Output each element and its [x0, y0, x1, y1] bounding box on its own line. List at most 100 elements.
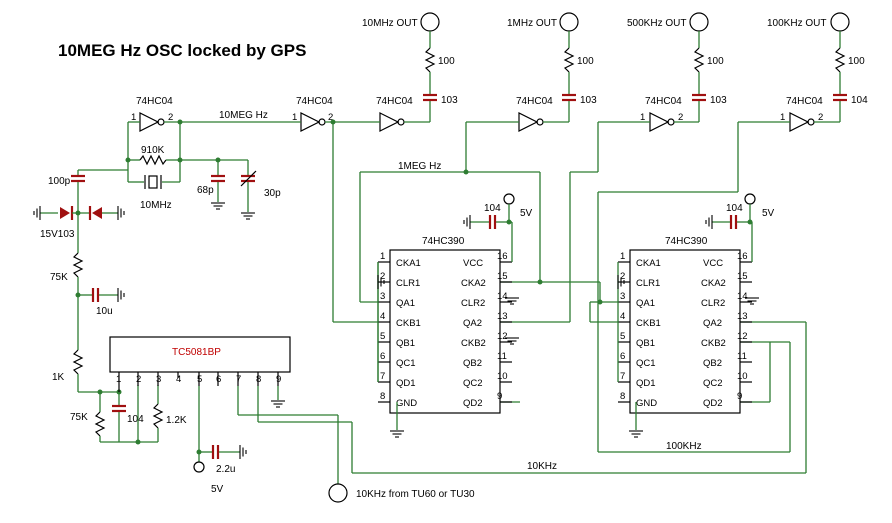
buffer-icon: [789, 112, 810, 132]
output-branch-10mhz: 10MHz OUT 100 103: [362, 12, 458, 120]
svg-text:CKB1: CKB1: [396, 318, 421, 329]
svg-text:14: 14: [497, 291, 508, 302]
inverter-osc: 74HC04 1 2: [131, 96, 173, 132]
svg-text:QA2: QA2: [703, 318, 722, 329]
svg-text:8: 8: [256, 374, 261, 385]
ground-icon: [389, 430, 405, 438]
inverter-part-label: 74HC04: [786, 96, 823, 107]
ground-icon: [463, 214, 471, 230]
svg-text:15: 15: [497, 271, 508, 282]
svg-text:3: 3: [380, 291, 385, 302]
inverter-part-label: 74HC04: [516, 96, 553, 107]
svg-text:11: 11: [737, 351, 747, 362]
svg-text:13: 13: [497, 311, 508, 322]
svg-text:5: 5: [380, 331, 385, 342]
svg-text:7: 7: [620, 371, 625, 382]
svg-text:QA1: QA1: [396, 298, 415, 309]
output-branch-1mhz: 1MHz OUT 100 103: [507, 12, 597, 120]
output-label: 1MHz OUT: [507, 18, 557, 29]
capacitor-value: 10u: [96, 306, 113, 317]
resistor: [139, 154, 167, 166]
svg-text:12: 12: [737, 331, 748, 342]
ground-icon: [705, 214, 713, 230]
resistor-value: 1.2K: [166, 415, 187, 426]
ground-icon: [240, 212, 256, 220]
buffer-icon: [300, 112, 321, 132]
supply-label: 5V: [211, 484, 224, 495]
svg-text:CKA2: CKA2: [461, 278, 486, 289]
resistor-value: 1K: [52, 372, 65, 383]
svg-text:5: 5: [197, 374, 202, 385]
svg-text:CLR2: CLR2: [701, 298, 725, 309]
resistor-value: 100: [577, 56, 594, 67]
capacitor-value: 68p: [197, 185, 214, 196]
input-label: 10KHz from TU60 or TU30: [356, 489, 475, 500]
svg-text:1: 1: [292, 112, 297, 123]
svg-text:12: 12: [497, 331, 508, 342]
buffer-icon: [139, 112, 160, 132]
svg-text:2: 2: [678, 112, 683, 123]
svg-text:QB1: QB1: [636, 338, 655, 349]
output-label: 10MHz OUT: [362, 18, 418, 29]
svg-text:6: 6: [216, 374, 221, 385]
resistor-value: 75K: [50, 272, 68, 283]
inverter-500khz-out: 74HC04 1 2: [640, 96, 683, 132]
svg-text:7: 7: [236, 374, 241, 385]
connector-icon: [830, 12, 850, 32]
svg-text:7: 7: [380, 371, 385, 382]
svg-text:11: 11: [497, 351, 507, 362]
svg-text:6: 6: [620, 351, 625, 362]
buffer-icon: [649, 112, 670, 132]
resistor-value: 75K: [70, 412, 88, 423]
varactor-diodes: 15V103: [33, 205, 125, 240]
resistor: [72, 349, 84, 375]
svg-text:CKB1: CKB1: [636, 318, 661, 329]
svg-text:VCC: VCC: [463, 258, 483, 269]
ground-icon: [239, 444, 247, 460]
svg-text:2: 2: [620, 271, 625, 282]
resistor-value: 100: [848, 56, 865, 67]
svg-text:CLR2: CLR2: [461, 298, 485, 309]
svg-text:CKA1: CKA1: [636, 258, 661, 269]
inverter-part-label: 74HC04: [376, 96, 413, 107]
net-label-100k: 100KHz: [666, 441, 702, 452]
svg-text:QD2: QD2: [463, 398, 483, 409]
svg-text:8: 8: [380, 391, 385, 402]
svg-text:1: 1: [780, 112, 785, 123]
svg-text:CKB2: CKB2: [701, 338, 726, 349]
svg-text:2: 2: [168, 112, 173, 123]
capacitor-value: 104: [726, 203, 743, 214]
svg-text:QD1: QD1: [396, 378, 416, 389]
resistor: [152, 403, 164, 429]
svg-text:QC1: QC1: [396, 358, 416, 369]
resistor-value: 100: [438, 56, 455, 67]
capacitor-value: 30p: [264, 188, 281, 199]
crystal-value: 10MHz: [140, 200, 172, 211]
capacitor-value: 104: [851, 95, 868, 106]
svg-text:QB1: QB1: [396, 338, 415, 349]
resistor: [424, 47, 436, 73]
svg-text:CKA2: CKA2: [701, 278, 726, 289]
capacitor-value: 100p: [48, 176, 71, 187]
resistor: [94, 411, 106, 437]
ground-icon: [628, 430, 644, 438]
svg-text:CLR1: CLR1: [636, 278, 660, 289]
page-title: 10MEG Hz OSC locked by GPS: [58, 41, 306, 60]
svg-text:10: 10: [737, 371, 748, 382]
capacitor-value: 103: [580, 95, 597, 106]
output-branch-100khz: 100KHz OUT 100 104: [767, 12, 868, 120]
svg-text:QA1: QA1: [636, 298, 655, 309]
oscillator-circuit: 10MEG Hz 910K 10MHz 68p 30p: [48, 110, 301, 220]
loop-filter: 75K 10u 1K 75K 104 1.2K: [50, 213, 187, 445]
svg-text:QA2: QA2: [463, 318, 482, 329]
svg-text:CLR1: CLR1: [396, 278, 420, 289]
inverter-part-label: 74HC04: [296, 96, 333, 107]
buffer-icon: [379, 112, 400, 132]
counter-ic-1-name: 74HC390: [422, 236, 465, 247]
vcc-icon: [503, 193, 515, 205]
